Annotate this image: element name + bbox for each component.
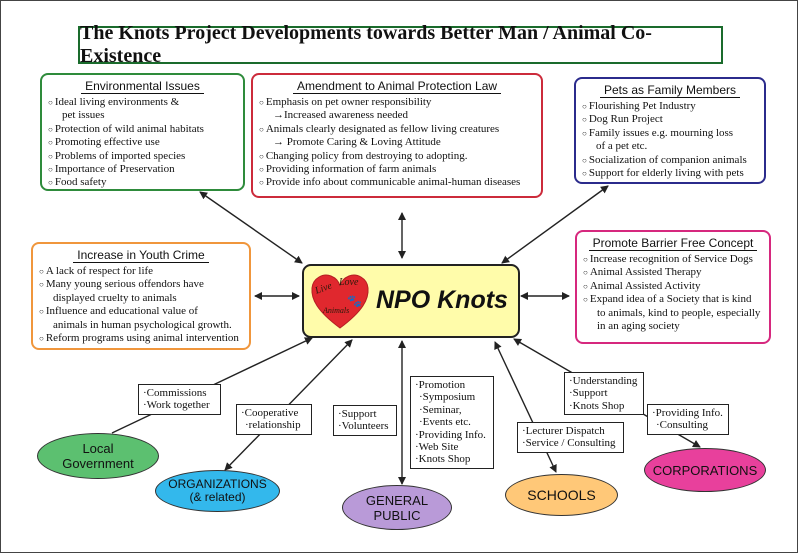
environmental-issues-box: Environmental Issues Ideal living enviro… [40, 73, 245, 191]
general-public-node: GENERAL PUBLIC [342, 485, 452, 530]
list-item: Protection of wild animal habitats [48, 123, 237, 136]
local-government-node: Local Government [37, 433, 159, 479]
node-label: SCHOOLS [527, 487, 596, 503]
list-item: Animal Assisted Activity [583, 280, 763, 293]
note-line: Service / Consulting [522, 437, 619, 449]
list-item: Expand idea of a Society that is kind [583, 293, 763, 306]
youth-crime-box: Increase in Youth Crime A lack of respec… [31, 242, 251, 350]
list-item: pet issues [62, 109, 105, 122]
note-line: Work together [143, 399, 216, 411]
box-heading: Promote Barrier Free Concept [588, 236, 758, 251]
note-line: Web Site [415, 441, 489, 453]
list-item: Socialization of companion animals [582, 154, 758, 167]
list-item: Problems of imported species [48, 150, 237, 163]
list-item: animals in human psychological growth. [53, 318, 232, 331]
schools-node: SCHOOLS [505, 474, 618, 516]
list-item: → Promote Caring & Loving Attitude [273, 136, 441, 149]
npo-knots-label: NPO Knots [376, 286, 508, 314]
list-item: Influence and educational value of [39, 305, 243, 318]
node-label: Government [62, 456, 134, 471]
list-item: Providing information of farm animals [259, 163, 535, 176]
node-label: Local [82, 441, 114, 456]
list-item: Dog Run Project [582, 113, 758, 126]
list-item: Increase recognition of Service Dogs [583, 253, 763, 266]
box-heading: Environmental Issues [81, 79, 204, 94]
note-line: Commissions [143, 387, 216, 399]
list-item: A lack of respect for life [39, 265, 243, 278]
list-item: Flourishing Pet Industry [582, 100, 758, 113]
note-line: Providing Info. [652, 407, 724, 419]
page-title: The Knots Project Developments towards B… [78, 22, 723, 67]
note-organizations: Cooperative relationship [236, 404, 312, 435]
list-item: to animals, kind to people, especially [597, 306, 761, 319]
box-heading: Pets as Family Members [599, 83, 741, 98]
box-heading: Increase in Youth Crime [73, 248, 209, 263]
list-item: Many young serious offendors have [39, 278, 243, 291]
list-item: Animals clearly designated as fellow liv… [259, 123, 535, 136]
node-label: PUBLIC [373, 507, 421, 523]
note-line: Promotion [415, 379, 489, 391]
note-schools: Lecturer Dispatch Service / Consulting [517, 422, 624, 453]
barrier-free-box: Promote Barrier Free Concept Increase re… [575, 230, 771, 344]
npo-knots-center: Live Love Animals 🐾 NPO Knots [302, 264, 520, 338]
note-line: Understanding [569, 375, 639, 387]
pets-family-box: Pets as Family Members Flourishing Pet I… [574, 77, 766, 184]
note-line: Cooperative [241, 407, 307, 419]
note-line-cont: Symposium [415, 391, 489, 403]
list-item: Ideal living environments & [48, 96, 237, 109]
note-line: Volunteers [338, 420, 392, 432]
list-item: displayed cruelty to animals [53, 291, 177, 304]
list-item: Provide info about communicable animal-h… [259, 176, 535, 189]
note-line: Knots Shop [415, 453, 489, 465]
corporations-node: CORPORATIONS [644, 448, 766, 492]
note-corporations: Providing Info. Consulting [647, 404, 729, 435]
node-label: GENERAL [365, 492, 429, 508]
note-line-cont: relationship [241, 419, 307, 431]
node-label: CORPORATIONS [652, 462, 758, 478]
list-item: of a pet etc. [596, 140, 648, 153]
note-line: Knots Shop [569, 400, 639, 412]
paw-icon: 🐾 [347, 294, 362, 308]
list-item: Changing policy from destroying to adopt… [259, 150, 535, 163]
note-line: Support [569, 387, 639, 399]
note-line: Lecturer Dispatch [522, 425, 619, 437]
list-item: Animal Assisted Therapy [583, 266, 763, 279]
note-local-government: Commissions Work together [138, 384, 221, 415]
note-line-cont: Seminar, [415, 404, 489, 416]
logo-text-love: Love [338, 277, 359, 288]
list-item: →Increased awareness needed [273, 109, 408, 122]
note-support-volunteers: Support Volunteers [333, 405, 397, 436]
animal-protection-law-box: Amendment to Animal Protection Law Empha… [251, 73, 543, 198]
list-item: Family issues e.g. mourning loss [582, 127, 758, 140]
box-heading: Amendment to Animal Protection Law [292, 79, 502, 94]
list-item: Food safety [48, 176, 237, 189]
list-item: Reform programs using animal interventio… [39, 332, 243, 345]
node-label: (& related) [189, 490, 246, 504]
note-understanding: Understanding Support Knots Shop [564, 372, 644, 416]
note-general-public: Promotion Symposium Seminar, Events etc.… [410, 376, 494, 469]
node-label: ORGANIZATIONS [168, 477, 267, 491]
note-line: Providing Info. [415, 429, 489, 441]
note-line-cont: Events etc. [415, 416, 489, 428]
note-line: Support [338, 408, 392, 420]
logo-text-animals: Animals [322, 306, 349, 315]
heart-logo-icon: Live Love Animals 🐾 [311, 274, 369, 329]
list-item: Support for elderly living with pets [582, 167, 758, 180]
list-item: Promoting effective use [48, 136, 237, 149]
note-line-cont: Consulting [652, 419, 724, 431]
list-item: Emphasis on pet owner responsibility [259, 96, 535, 109]
list-item: Importance of Preservation [48, 163, 237, 176]
list-item: in an aging society [597, 320, 680, 333]
organizations-node: ORGANIZATIONS (& related) [155, 470, 280, 512]
